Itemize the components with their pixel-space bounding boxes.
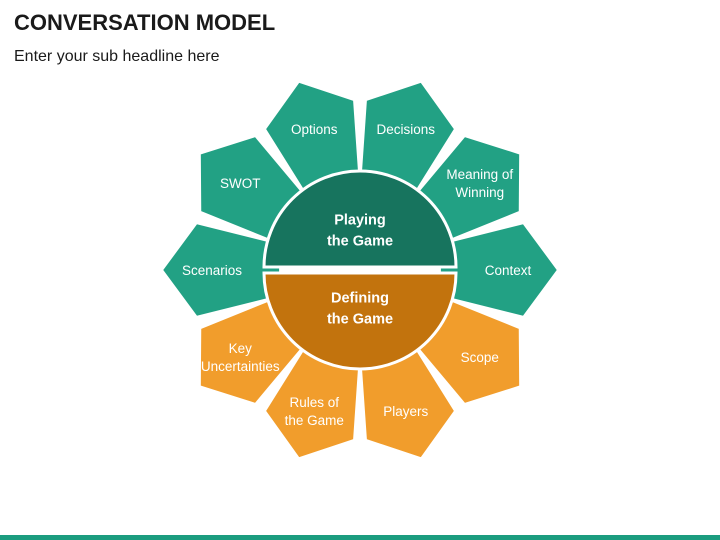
segment-label-scope: Scope xyxy=(461,350,499,365)
segment-label-swot: SWOT xyxy=(220,176,261,191)
segment-label-context: Context xyxy=(485,263,532,278)
segment-label-players: Players xyxy=(383,404,428,419)
page-subtitle: Enter your sub headline here xyxy=(14,48,220,65)
segment-context: Context xyxy=(438,222,560,318)
footer-bar xyxy=(0,535,720,540)
page-title: CONVERSATION MODEL xyxy=(14,10,276,35)
segment-label-options: Options xyxy=(291,122,338,137)
center-top-half xyxy=(262,169,458,269)
segment-decisions: Decisions xyxy=(358,80,457,204)
segment-label-decisions: Decisions xyxy=(376,122,435,137)
center-bottom-half xyxy=(262,271,458,371)
segment-label-scenarios: Scenarios xyxy=(182,263,242,278)
